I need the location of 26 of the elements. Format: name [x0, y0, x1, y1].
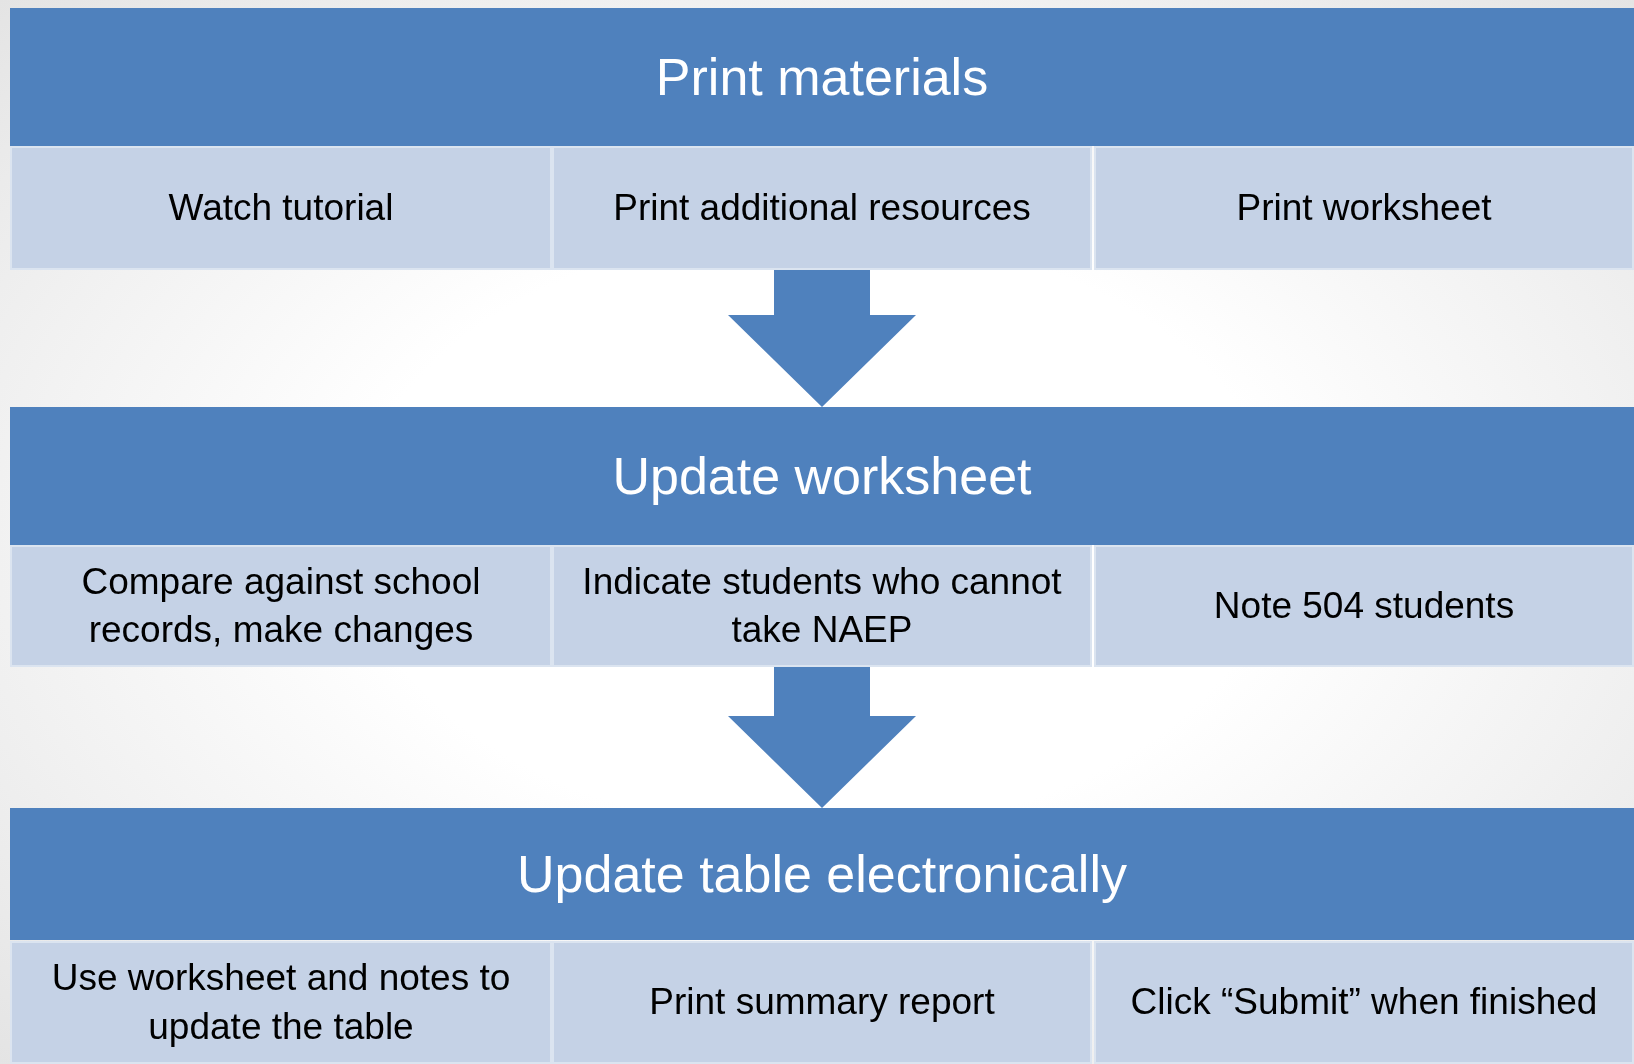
stage-header	[10, 407, 1634, 545]
stage-title: Update worksheet	[612, 446, 1032, 507]
task-text: Print summary report	[649, 980, 995, 1025]
task-text: Indicate students who cannot take NAEP	[581, 559, 1063, 652]
task-text: Click “Submit” when finished	[1130, 980, 1598, 1025]
task-box	[1094, 545, 1634, 667]
block-arrow	[728, 667, 916, 808]
task-text: Print additional resources	[613, 185, 1031, 230]
task-text: Watch tutorial	[168, 185, 394, 230]
task-text: Use worksheet and notes to update the table	[50, 956, 512, 1049]
stage-title: Print materials	[655, 47, 989, 108]
stage-header	[10, 8, 1634, 146]
task-text: Note 504 students	[1213, 583, 1515, 628]
task-box	[10, 545, 552, 667]
task-text: Print worksheet	[1236, 185, 1492, 230]
task-box	[552, 146, 1092, 270]
task-box	[552, 545, 1092, 667]
task-box	[552, 941, 1092, 1064]
task-box	[1094, 146, 1634, 270]
block-arrow	[728, 270, 916, 407]
stage-title: Update table electronically	[517, 844, 1127, 905]
task-box	[10, 941, 552, 1064]
stage-header	[10, 808, 1634, 940]
task-box	[1094, 941, 1634, 1064]
task-box	[10, 146, 552, 270]
task-text: Compare against school records, make changes	[80, 559, 482, 652]
